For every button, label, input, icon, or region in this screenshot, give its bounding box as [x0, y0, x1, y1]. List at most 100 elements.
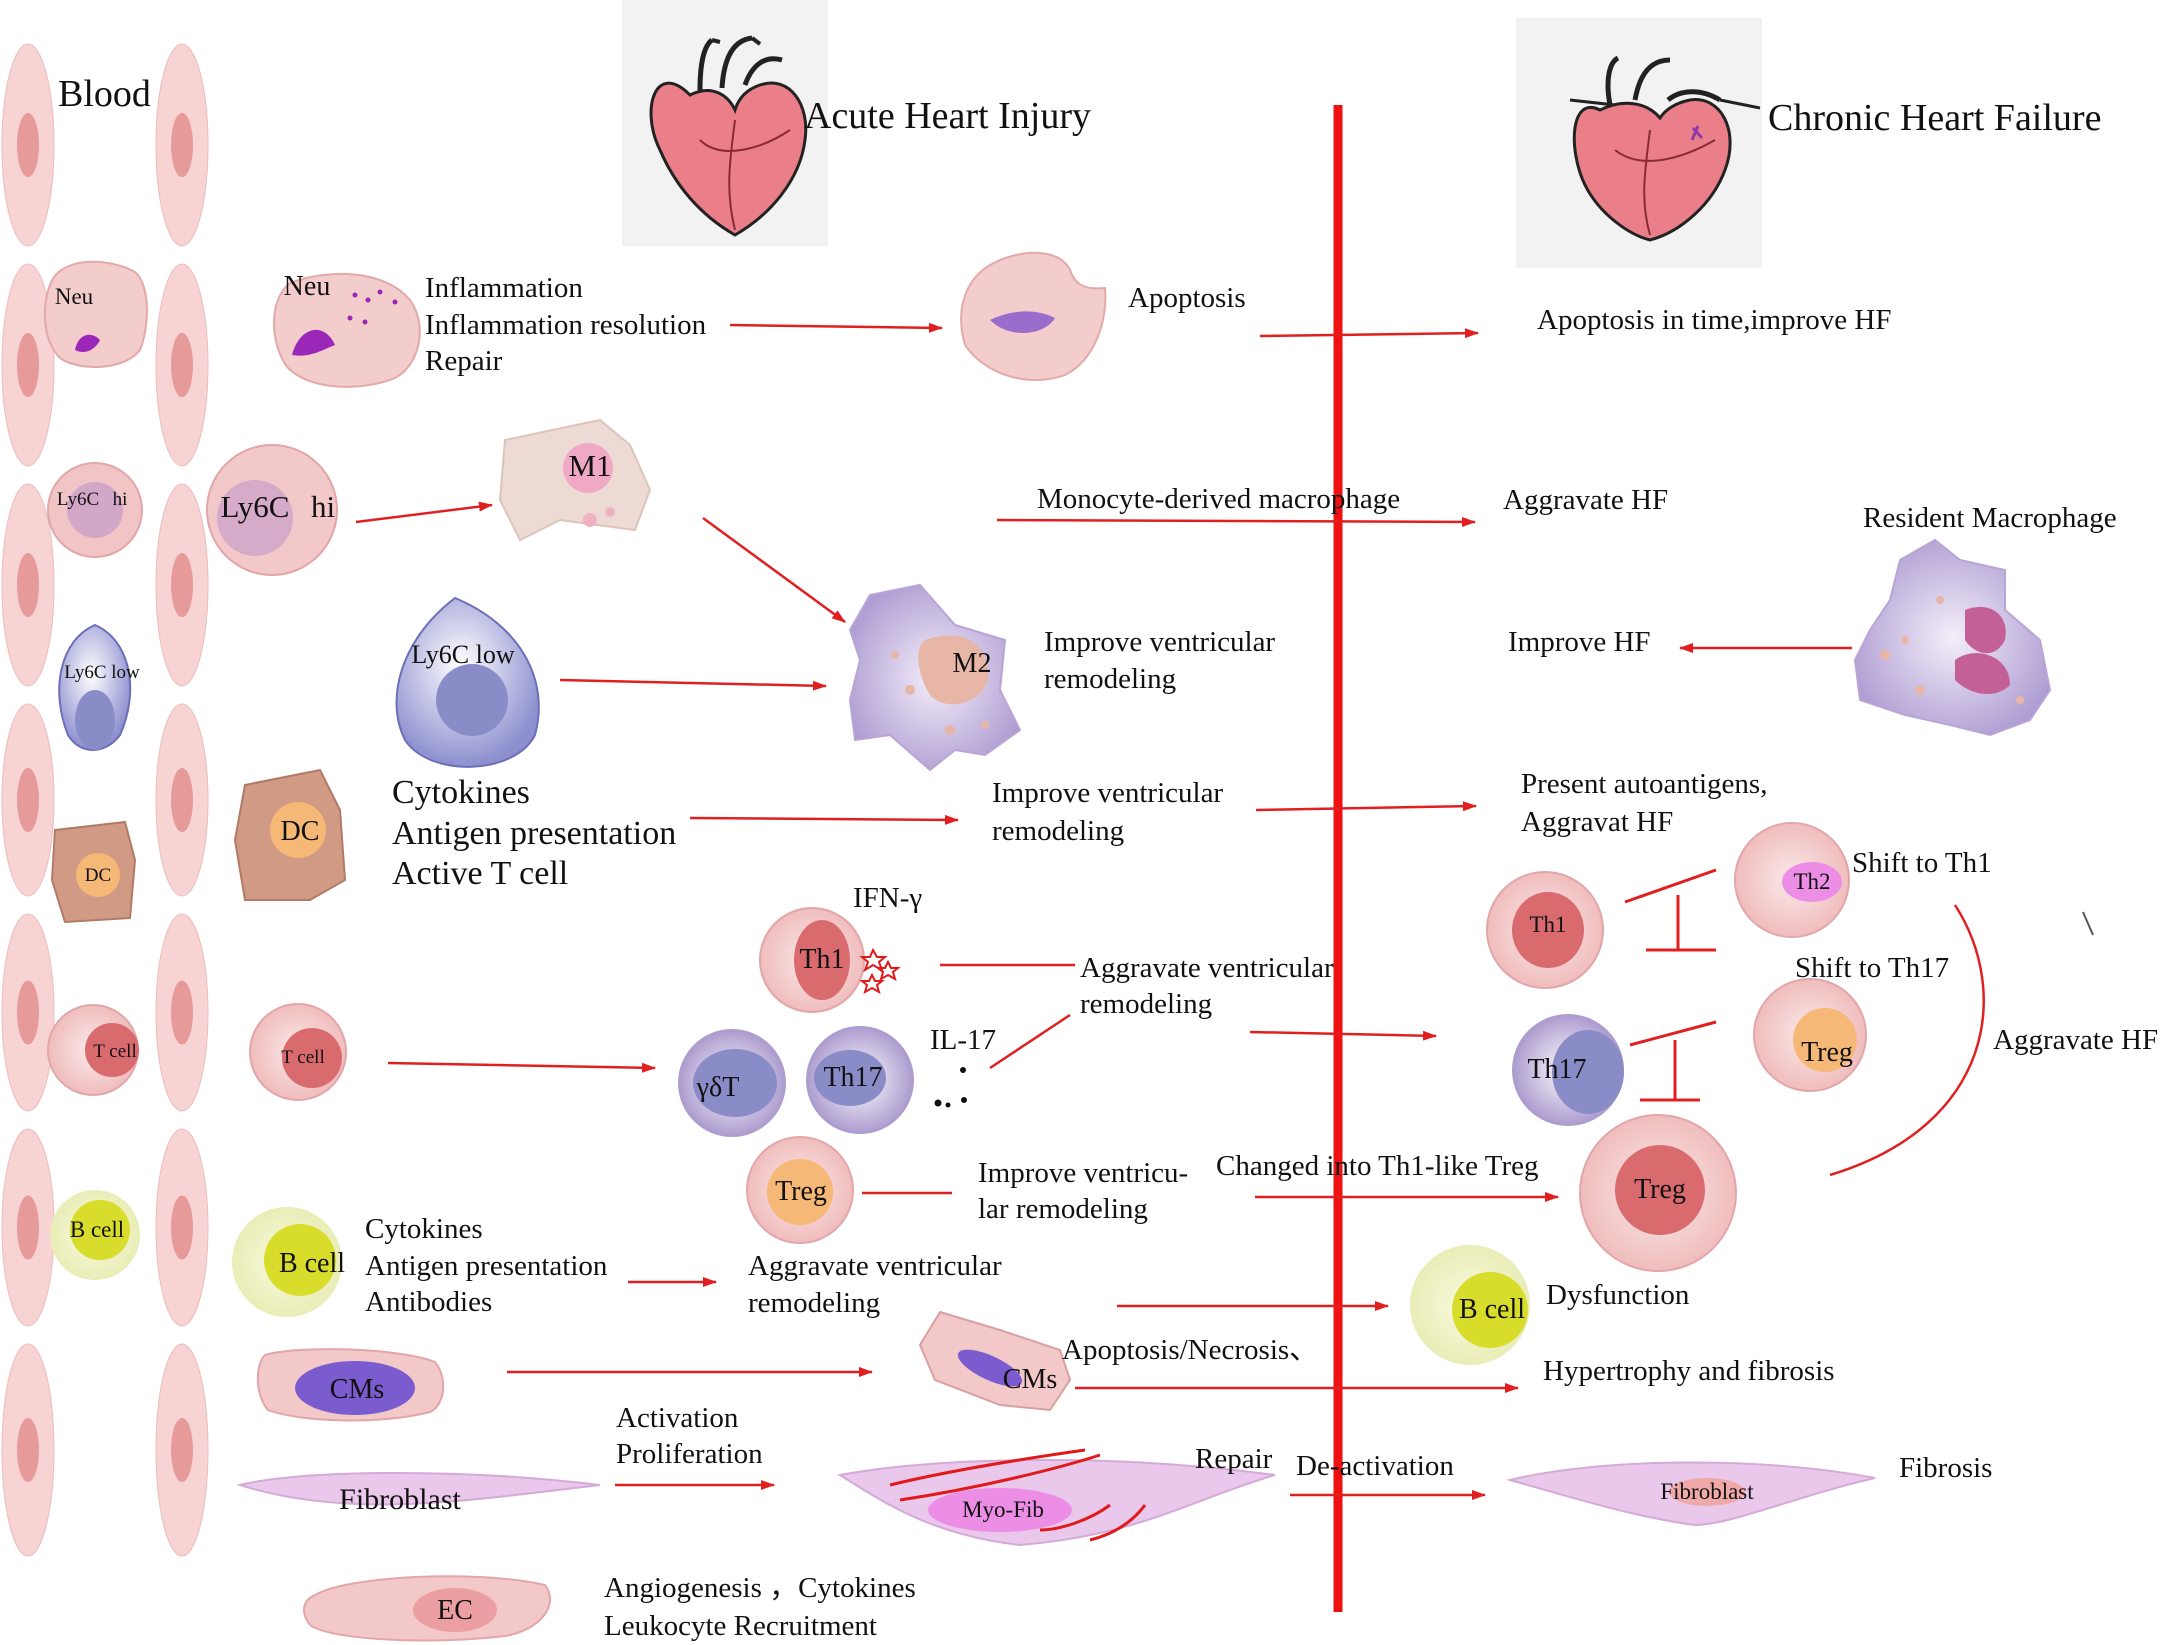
- b-cell-label: B cell: [278, 1248, 346, 1279]
- vessel-wall-nucleus: [17, 553, 39, 617]
- vessel-wall-nucleus: [171, 553, 193, 617]
- il17-label: IL-17: [930, 1024, 997, 1056]
- treg-effect-2: lar remodeling: [978, 1193, 1148, 1225]
- monocyte-derived-macrophage-label: Monocyte-derived macrophage: [1037, 483, 1401, 515]
- chronic-th1-cell: [1486, 871, 1604, 989]
- t-cell-label: T cell: [281, 1047, 325, 1068]
- t-cell: [249, 1003, 347, 1101]
- th1-effect-1: Aggravate ventricular: [1080, 952, 1334, 984]
- vessel-wall-nucleus: [171, 1418, 193, 1482]
- treg-label: Treg: [775, 1176, 827, 1207]
- dc-label: DC: [280, 816, 320, 847]
- chronic-heart-failure-title: Chronic Heart Failure: [1768, 97, 2102, 139]
- changed-treg-label: Changed into Th1-like Treg: [1216, 1150, 1539, 1182]
- improve-hf-label: Improve HF: [1508, 626, 1651, 658]
- chronic-th17-cell: [1512, 1014, 1624, 1126]
- b-effect-1: Aggravate ventricular: [748, 1250, 1002, 1282]
- vessel-wall-nucleus: [17, 113, 39, 177]
- acute-heart-injury-title: Acute Heart Injury: [804, 95, 1091, 137]
- inhibition-lines: [1624, 868, 1717, 1102]
- ly6c-low-label: Ly6C low: [411, 640, 515, 669]
- b-role-3: Antibodies: [365, 1286, 493, 1318]
- fibroblast-label: Fibroblast: [339, 1483, 461, 1516]
- endothelial-cell: [303, 1575, 551, 1642]
- neutrophil-cell: [273, 272, 421, 388]
- acute-heart-icon: [622, 0, 828, 246]
- th1-label: Th1: [799, 944, 845, 975]
- chronic-th2-label: Th2: [1793, 869, 1831, 894]
- fib-role-2: Proliferation: [616, 1438, 763, 1470]
- chronic-b-cell-label: B cell: [1458, 1294, 1526, 1325]
- chronic-treg-bottom-label: Treg: [1634, 1174, 1686, 1205]
- neu-role-3: Repair: [425, 345, 503, 377]
- resident-macrophage-label: Resident Macrophage: [1863, 502, 2117, 534]
- shift-to-th17-label: Shift to Th17: [1795, 952, 1950, 984]
- vessel-wall-nucleus: [17, 333, 39, 397]
- dc-role-1: Cytokines: [392, 774, 530, 811]
- m1-label: M1: [568, 448, 612, 483]
- blood-vessel: [1, 43, 209, 1557]
- vessel-wall-nucleus: [17, 1195, 39, 1260]
- b-effect-2: remodeling: [748, 1287, 881, 1319]
- chronic-th2-cell: [1734, 822, 1850, 938]
- stray-mark: [2082, 911, 2094, 936]
- b-cell: [232, 1207, 342, 1317]
- fibroblast: [236, 1472, 601, 1506]
- ifn-gamma-icon: [859, 947, 901, 995]
- vessel-wall-nucleus: [17, 1418, 39, 1482]
- myofib-label: Myo-Fib: [962, 1497, 1044, 1522]
- cms-label: CMs: [329, 1374, 385, 1405]
- dysfunction-label: Dysfunction: [1546, 1279, 1690, 1311]
- chronic-th17-label: Th17: [1527, 1054, 1587, 1085]
- m2-effect-2: remodeling: [1044, 663, 1177, 695]
- m2-label: M2: [952, 648, 992, 679]
- dc-effect-1: Improve ventricular: [992, 777, 1224, 809]
- chronic-treg-cell-top: [1753, 978, 1867, 1092]
- repair-label: Repair: [1195, 1443, 1273, 1475]
- dc-role-2: Antigen presentation: [392, 815, 677, 852]
- m2-macrophage: [848, 583, 1022, 772]
- apoptosis-label: Apoptosis: [1128, 282, 1246, 314]
- chronic-treg-top-label: Treg: [1801, 1037, 1853, 1068]
- vessel-wall-nucleus: [17, 768, 39, 832]
- chronic-treg-cell-bottom: [1579, 1114, 1737, 1272]
- shift-to-th1-label: Shift to Th1: [1852, 847, 1992, 879]
- vessel-wall-nucleus: [171, 333, 193, 397]
- neu-outcome: Apoptosis in time,improve HF: [1537, 304, 1892, 336]
- blood-ly6c-low-label: Ly6C low: [64, 662, 140, 683]
- vessel-wall-nucleus: [171, 980, 193, 1045]
- damaged-cardiomyocyte: [918, 1310, 1072, 1412]
- blood-ly6c-hi-label: Ly6C: [56, 489, 100, 510]
- apoptotic-neutrophil: [960, 251, 1107, 382]
- blood-b-cell: [50, 1190, 140, 1280]
- ly6c-hi-monocyte: [206, 444, 338, 576]
- cardiomyocyte: [256, 1348, 445, 1422]
- chronic-th1-label: Th1: [1529, 912, 1567, 937]
- ec-role-2: Leukocyte Recruitment: [604, 1610, 877, 1642]
- hypertrophy-fibrosis-label: Hypertrophy and fibrosis: [1543, 1355, 1835, 1387]
- neu-label: Neu: [283, 271, 331, 302]
- myofibroblast: [837, 1448, 1276, 1547]
- blood-ly6c-hi-monocyte: [47, 462, 143, 558]
- chronic-b-cell: [1410, 1245, 1530, 1365]
- th17-cell: [806, 1026, 914, 1134]
- th1-effect-2: remodeling: [1080, 988, 1213, 1020]
- gamma-delta-t-cell: [678, 1029, 786, 1137]
- cms-damaged-label: CMs: [1002, 1364, 1058, 1395]
- dendritic-cell: [233, 768, 347, 901]
- ec-label: EC: [437, 1595, 473, 1626]
- cms-effect: Apoptosis/Necrosis、: [1062, 1334, 1319, 1366]
- blood-t-cell-label: T cell: [93, 1041, 137, 1062]
- aggravate-hf-label: Aggravate HF: [1503, 484, 1669, 516]
- fibrosis-label: Fibrosis: [1899, 1452, 1993, 1484]
- th17-label: Th17: [823, 1062, 883, 1093]
- ifn-gamma-label: IFN-γ: [853, 882, 923, 914]
- treg-cell: [746, 1136, 854, 1244]
- ly6c-hi-suffix: hi: [310, 489, 336, 524]
- chronic-heart-icon: [1516, 18, 1762, 268]
- blood-ly6c-low-monocyte: [58, 623, 132, 751]
- fib-role-1: Activation: [616, 1402, 739, 1434]
- flow-arrows: [355, 322, 1985, 1500]
- blood-dc-label: DC: [84, 865, 112, 886]
- vessel-wall-nucleus: [17, 980, 39, 1045]
